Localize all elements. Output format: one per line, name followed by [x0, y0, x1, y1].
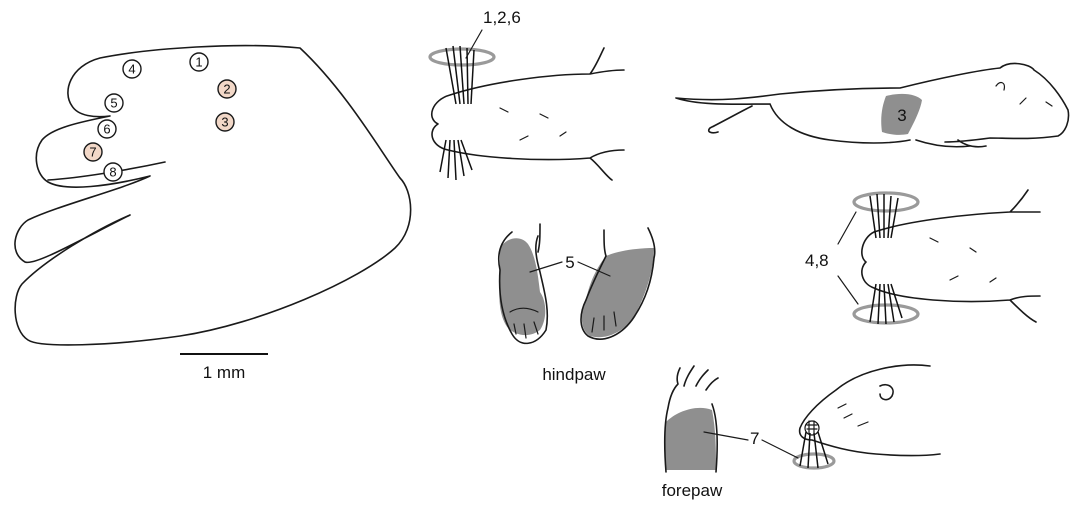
- body-side-details: [996, 83, 1052, 106]
- recording-site-1: 1: [190, 53, 208, 71]
- whisker-ring-top: [430, 49, 494, 65]
- cortex-outline: [15, 46, 411, 345]
- forepaw-receptive-field: [665, 408, 717, 470]
- site-label-3: 3: [221, 115, 228, 130]
- snout-whisker-pad: [805, 421, 819, 435]
- site-label-1: 1: [195, 55, 202, 70]
- label-4-8: 4,8: [805, 251, 829, 270]
- whiskers-snout: [800, 432, 828, 468]
- recording-site-3: 3: [216, 113, 234, 131]
- snout-side-view: [762, 365, 940, 468]
- body-side-view: 3: [676, 64, 1069, 147]
- leader-4-8-upper: [838, 212, 856, 244]
- head-top-marks: [500, 108, 566, 140]
- recording-site-4: 4: [123, 60, 141, 78]
- forepaw-caption: forepaw: [662, 481, 723, 500]
- head-right-view-whiskers: 4,8: [805, 190, 1040, 324]
- head-right-marks: [930, 238, 996, 282]
- recording-site-6: 6: [98, 120, 116, 138]
- label-1-2-6: 1,2,6: [483, 8, 521, 27]
- site-label-4: 4: [128, 62, 135, 77]
- whisker-ring-upper: [854, 193, 918, 211]
- head-outline-top: [432, 48, 624, 180]
- leader-7-snout: [762, 440, 798, 458]
- recording-site-8: 8: [104, 163, 122, 181]
- body-outline-side: [676, 64, 1069, 147]
- hindpaw-illustrations: 5 hindpaw: [499, 224, 655, 384]
- recording-site-5: 5: [105, 94, 123, 112]
- site-label-8: 8: [109, 165, 116, 180]
- label-3: 3: [897, 106, 906, 125]
- hindpaw-caption: hindpaw: [542, 365, 606, 384]
- site-label-6: 6: [103, 122, 110, 137]
- site-label-5: 5: [110, 96, 117, 111]
- leader-4-8-lower: [838, 276, 858, 304]
- recording-site-7: 7: [84, 143, 102, 161]
- head-top-view-whiskers: 1,2,6: [430, 8, 624, 180]
- cortex-map: 1 2 3 4 5 6 7 8 1 mm: [15, 46, 411, 382]
- scale-bar-label: 1 mm: [203, 363, 246, 382]
- snout-details: [838, 404, 868, 426]
- label-7: 7: [750, 429, 759, 448]
- forepaw-illustration: 7 forepaw: [662, 366, 760, 500]
- whiskers-top-lower: [440, 140, 472, 180]
- site-label-2: 2: [223, 82, 230, 97]
- recording-site-2: 2: [218, 80, 236, 98]
- site-label-7: 7: [89, 145, 96, 160]
- label-5: 5: [565, 253, 574, 272]
